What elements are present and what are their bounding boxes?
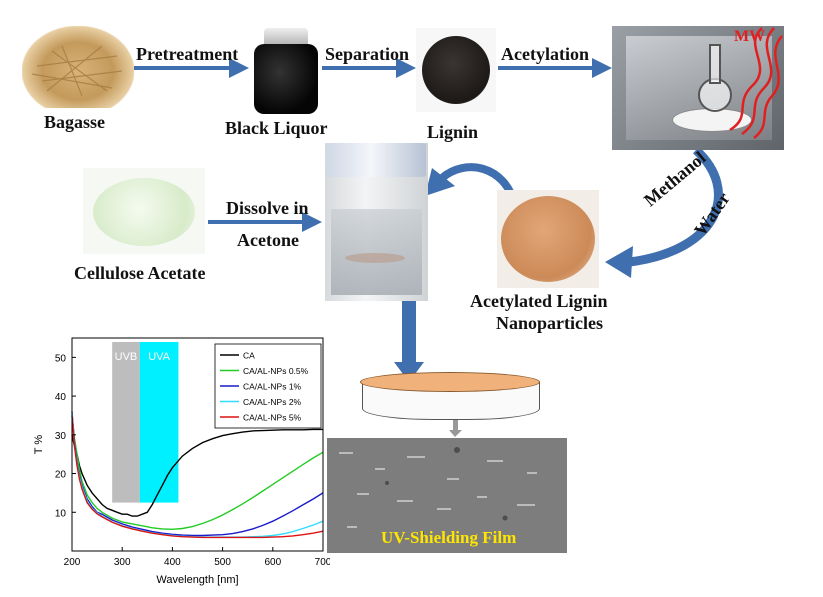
acetone-jar [325, 143, 428, 301]
legend-entry-1: CA/AL-NPs 0.5% [243, 366, 309, 376]
petri-dish [360, 372, 540, 420]
y-tick-label-20: 20 [55, 470, 67, 481]
transmittance-chart: UVB UVA 10 20 30 40 50 200 300 400 500 600 700Wavele… [33, 337, 330, 586]
x-axis-label: Wavelength [nm] [156, 574, 238, 586]
x-tick-label-400: 400 [164, 557, 181, 568]
np-powder [501, 196, 595, 282]
jar-sediment [345, 253, 405, 263]
acetylated-np-label-2: Nanoparticles [496, 313, 603, 333]
arrow-np-to-beaker-head [425, 168, 455, 196]
x-tick-label-300: 300 [114, 557, 131, 568]
ca-powder [93, 178, 195, 246]
plot-frame [71, 337, 324, 552]
series-line-2 [71, 411, 324, 537]
petri-dish-film [360, 372, 540, 392]
mw-label: MW [734, 28, 766, 45]
black-liquor-bottle [250, 28, 322, 114]
bottle-cap [264, 28, 308, 48]
y-axis-label: T % [33, 435, 45, 455]
flask-neck [709, 44, 721, 84]
x-tick-label-200: 200 [64, 557, 81, 568]
cellulose-acetate-label: Cellulose Acetate [74, 263, 206, 283]
arrow-beaker-to-dish-shaft [402, 298, 416, 364]
bagasse-photo [22, 26, 134, 108]
lignin-powder [422, 36, 490, 104]
lignin-label: Lignin [427, 122, 479, 142]
jar-lid [327, 143, 426, 177]
x-tick-label-700: 700 [315, 557, 330, 568]
dissolve-label-2: Acetone [237, 230, 299, 250]
acetylation-label: Acetylation [501, 44, 589, 64]
legend-entry-4: CA/AL-NPs 5% [243, 413, 302, 423]
y-tick-label-30: 30 [55, 431, 67, 442]
arrow-beaker-to-dish-head [394, 362, 424, 382]
microwave-photo [612, 26, 784, 150]
series-line-0 [71, 428, 323, 517]
jar-liquid [331, 209, 422, 295]
bottle-body [254, 44, 318, 114]
bagasse-fibers [31, 45, 123, 97]
arrow-methanol-water [629, 146, 723, 267]
legend-entry-2: CA/AL-NPs 1% [243, 382, 302, 392]
pretreatment-label: Pretreatment [136, 44, 239, 64]
separation-label: Separation [325, 44, 410, 64]
sem-image [327, 438, 567, 553]
uv-shielding-film-label: UV-Shielding Film [381, 528, 517, 547]
black-liquor-label: Black Liquor [225, 118, 328, 138]
series-line-1 [71, 415, 324, 531]
bagasse-label: Bagasse [44, 112, 106, 132]
microwave-waves [729, 27, 783, 139]
lignin-photo [416, 28, 496, 112]
arrow-dish-to-sem [453, 420, 458, 430]
dissolve-label-1: Dissolve in [226, 198, 309, 218]
band-label-uvb: UVB [115, 351, 138, 363]
y-tick-label-50: 50 [55, 353, 67, 364]
cellulose-acetate-photo [83, 168, 205, 254]
legend-entry-0: CA [243, 351, 255, 361]
band-uva [139, 342, 179, 503]
sem-texture [339, 447, 537, 535]
y-tick-label-40: 40 [55, 392, 67, 403]
arrow-dish-to-sem-head [449, 430, 462, 437]
band-label-uva: UVA [148, 351, 170, 363]
series-line-4 [71, 415, 324, 539]
arrow-methanol-water-head [605, 246, 633, 278]
band-uvb [112, 342, 140, 503]
x-tick-label-600: 600 [264, 557, 281, 568]
x-tick-label-500: 500 [214, 557, 231, 568]
legend-entry-3: CA/AL-NPs 2% [243, 397, 302, 407]
acetylated-np-label-1: Acetylated Lignin [470, 291, 608, 311]
y-tick-label-10: 10 [55, 508, 67, 519]
acetylated-np-photo [497, 190, 599, 288]
